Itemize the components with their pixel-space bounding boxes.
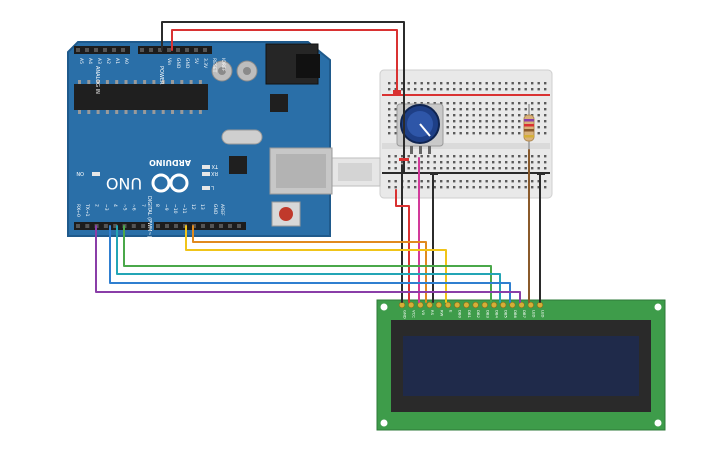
pin-label: ~6 [131,204,137,211]
pin-label: RX←0 [75,204,81,217]
lcd-pin-label: DB3 [485,310,490,319]
wire-endpoints [393,90,545,175]
wire-d12-rs [192,225,427,303]
chip-pins [78,80,202,114]
lcd-pin-label: V0 [421,310,426,316]
pin-label: 2 [94,204,100,207]
pin-label: GND [175,58,181,69]
analog-label: ANALOG IN [94,66,100,94]
digital-header-high [154,222,246,230]
breadboard [379,69,553,199]
lcd-screen [403,336,639,396]
pin-label: GND [184,58,190,69]
pin-label: TX→1 [84,203,90,217]
wire-d5-db4 [123,225,492,303]
wires [95,21,541,303]
tx-label: TX [211,163,219,169]
brand-label: ARDUINO [149,158,191,167]
lcd-pin-label: LED [541,310,546,318]
pin-label: 3.3V [202,58,208,69]
pin-label: 7 [140,204,146,207]
lcd-pin-label: LED [531,310,536,318]
pin-label: A4 [87,58,93,64]
lcd-pin-label: VCC [412,310,417,318]
arduino-uno-board: UNO ARDUINO ON TX RX L POWER ANALOG IN D… [67,41,333,238]
resistor [523,104,535,150]
wire-d2-db7 [95,225,521,303]
pin-label: 8 [154,204,160,207]
lcd-pin-label: DB2 [476,310,481,319]
led-l [202,186,210,190]
wire-d11-e [185,225,447,303]
atmega-chip [74,84,208,110]
pin-label: RESET [211,58,217,73]
led-on [92,172,100,176]
analog-header [74,46,130,54]
led-tx [202,165,210,169]
crystal [221,129,263,145]
pin-label: ~11 [181,204,187,214]
pin-label: A1 [114,58,120,64]
potentiometer [396,103,444,154]
pin-label: ~5 [121,204,127,211]
lcd-header-pins [398,301,544,309]
wire-d4-db5 [116,225,501,303]
pin-label: IOREF [220,58,226,72]
usb-connector [329,157,381,187]
pin-label: 4 [112,204,118,207]
l-label: L [211,184,214,190]
pin-label: ~10 [172,204,178,214]
pin-label: A3 [96,58,102,64]
digital-label: DIGITAL (PWM~) [146,196,152,238]
gnd-label: GND [212,204,218,215]
pin-label: ~9 [163,204,169,211]
wire-lcd-vcc [395,189,410,303]
lcd-pin-label: DB6 [513,310,518,319]
pin-label: 5V [193,58,199,65]
voltage-regulator [270,94,288,112]
power-header [138,46,212,54]
lcd-pin-label: DB4 [495,310,500,319]
led-rx [202,172,210,176]
lcd-pin-label: DB5 [504,310,509,319]
wire-gnd [161,21,405,173]
lcd-pin-label: GND [403,310,408,319]
wire-d3-db6 [109,225,511,303]
power-label: POWER [158,66,164,85]
lcd-pin-label: RW [439,310,444,316]
pin-label: 12 [190,204,196,210]
pin-label: Vin [166,58,172,65]
lcd-module [376,299,666,431]
wire-5v [171,29,398,95]
uno-label: UNO [106,174,142,193]
lcd-pin-label: E [449,310,454,313]
pin-label: A2 [105,58,111,64]
arduino-logo-icon [151,173,189,193]
pin-label: ~3 [103,204,109,211]
usb-chip [229,156,247,174]
lcd-pin-label: DB7 [522,310,527,319]
pin-label: 13 [199,204,205,210]
pin-label: A0 [123,58,129,64]
on-label: ON [76,170,84,176]
reset-button [271,201,301,227]
lcd-pin-label: DB1 [467,310,472,319]
digital-header-low [74,222,150,230]
lcd-pin-label: RS [430,310,435,316]
lcd-pin-labels: GND VCC V0 RS RW E DB0 DB1 DB2 DB3 DB4 DB5 DB6 DB7 LED… [403,310,546,319]
lcd-pin-label: DB0 [458,310,463,319]
pin-label: A5 [78,58,84,64]
rx-label: RX [211,170,218,176]
aref-label: AREF [219,204,225,216]
